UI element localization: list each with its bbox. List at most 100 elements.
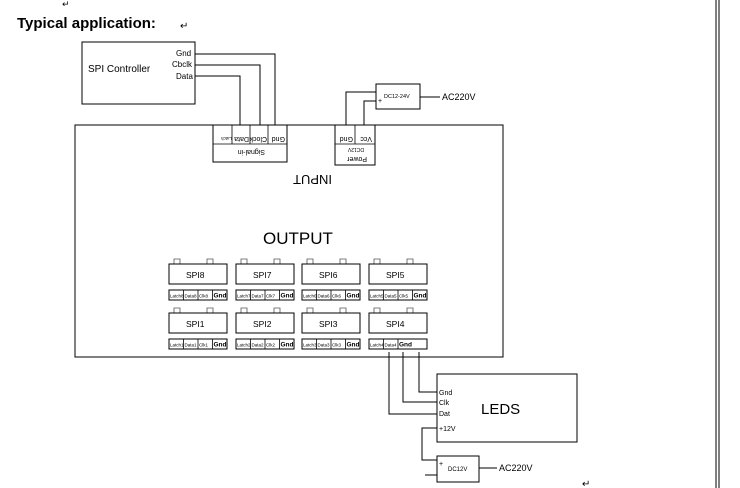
wire-led-gnd (418, 352, 437, 393)
port-key-bump (240, 258, 248, 264)
spi-controller-pin: Cbclk (172, 60, 193, 69)
spi-port-pin-gnd: Gnd (281, 342, 294, 349)
port-key-bump (306, 307, 314, 313)
converter-top-label: DC12-24V (384, 94, 410, 100)
spi-port-pin: Clk6 (332, 294, 341, 299)
spi-port-pin: Latch6 (303, 294, 317, 299)
page-heading: Typical application: (17, 15, 156, 32)
converter-bottom-label: DC12V (448, 467, 467, 473)
spi-port-pin: Latch7 (237, 294, 251, 299)
port-key-bump (339, 258, 347, 264)
wire-power-gnd (345, 91, 376, 126)
converter-bottom-ac-label: AC220V (499, 463, 533, 473)
spi-port-header (235, 312, 295, 334)
power-in-pin-gnd: Gnd (340, 135, 353, 142)
signal-in-pin-gnd: Gnd (272, 135, 285, 142)
wire-clock (195, 64, 261, 126)
spi-port-pin: Latch2 (237, 343, 251, 348)
spi-port-pin: Clk7 (266, 294, 275, 299)
wire-gnd (195, 53, 276, 126)
spi-port-pin-gnd: Gnd (399, 342, 412, 349)
spi-port-pin: Clk3 (332, 343, 341, 348)
spi-port-pin: Latch3 (303, 343, 317, 348)
spi-port-header (368, 263, 428, 285)
paragraph-mark: ↵ (582, 479, 590, 488)
spi-port-pin: Data8 (185, 294, 198, 299)
input-label: INPUT (293, 172, 332, 187)
spi-controller-pin: Data (176, 72, 193, 81)
leds-pin-dat: Dat (439, 411, 450, 418)
spi-port-pin: Data4 (385, 343, 398, 348)
spi-port-name: SPI4 (386, 319, 405, 329)
spi-port-pin: Clk1 (199, 343, 208, 348)
spi-port-pin: Latch8 (170, 294, 184, 299)
converter-bottom-plus: + (439, 461, 443, 468)
spi-port-pin-gnd: Gnd (214, 293, 227, 300)
port-key-bump (273, 258, 281, 264)
spi-port-name: SPI8 (186, 270, 205, 280)
paragraph-mark: ↵ (62, 0, 70, 9)
spi-port-header (168, 263, 228, 285)
spi-port-header (301, 263, 361, 285)
port-key-bump (306, 258, 314, 264)
spi-port-pin: Clk2 (266, 343, 275, 348)
spi-port-pin: Clk5 (399, 294, 408, 299)
power-in-label: Power (346, 155, 367, 162)
port-key-bump (173, 307, 181, 313)
leds-pin-gnd: Gnd (439, 390, 452, 397)
signal-in-pin-latch: Latch (220, 136, 232, 141)
spi-port-pin: Data5 (385, 294, 398, 299)
leds-box (436, 373, 578, 443)
leds-title: LEDS (481, 401, 520, 418)
spi-controller-pin: Gnd (176, 49, 191, 58)
output-label: OUTPUT (263, 229, 333, 248)
spi-port-pin-gnd: Gnd (281, 293, 294, 300)
port-key-bump (273, 307, 281, 313)
port-key-bump (240, 307, 248, 313)
spi-port-pin-gnd: Gnd (414, 293, 427, 300)
spi-port-name: SPI7 (253, 270, 272, 280)
spi-port-pin: Latch5 (370, 294, 384, 299)
spi-port-name: SPI6 (319, 270, 338, 280)
converter-top-ac-label: AC220V (442, 92, 476, 102)
port-key-bump (406, 258, 414, 264)
spi-port-pin: Data6 (318, 294, 331, 299)
port-key-bump (339, 307, 347, 313)
spi-port-pin: Data1 (185, 343, 198, 348)
signal-in-pin-clock: Clock (249, 135, 267, 142)
spi-port-pin: Latch4 (370, 343, 384, 348)
spi-controller-title: SPI Controller (88, 64, 151, 75)
spi-port-name: SPI3 (319, 319, 338, 329)
converter-bottom (436, 455, 480, 483)
paragraph-mark: ↵ (180, 21, 188, 32)
power-in-sub-label: DC12V (347, 146, 364, 152)
spi-port-pin: Data7 (252, 294, 265, 299)
converter-top (375, 83, 421, 110)
spi-port-header (168, 312, 228, 334)
wire-led-clk (402, 352, 437, 403)
spi-port-pin: Latch1 (170, 343, 184, 348)
spi-port-header (235, 263, 295, 285)
spi-port-name: SPI5 (386, 270, 405, 280)
spi-port-pin-gnd: Gnd (347, 293, 360, 300)
spi-port-name: SPI2 (253, 319, 272, 329)
port-key-bump (406, 307, 414, 313)
wire-data (195, 75, 241, 126)
port-key-bump (206, 258, 214, 264)
spi-port-pin: Clk8 (199, 294, 208, 299)
wire-led-dat (388, 352, 437, 415)
spi-port-pin: Data3 (318, 343, 331, 348)
spi-port-pin: Data2 (252, 343, 265, 348)
wire-power-vcc (363, 100, 376, 126)
signal-in-label: Signal-in (238, 148, 265, 155)
leds-pin-12v: +12V (439, 426, 456, 433)
